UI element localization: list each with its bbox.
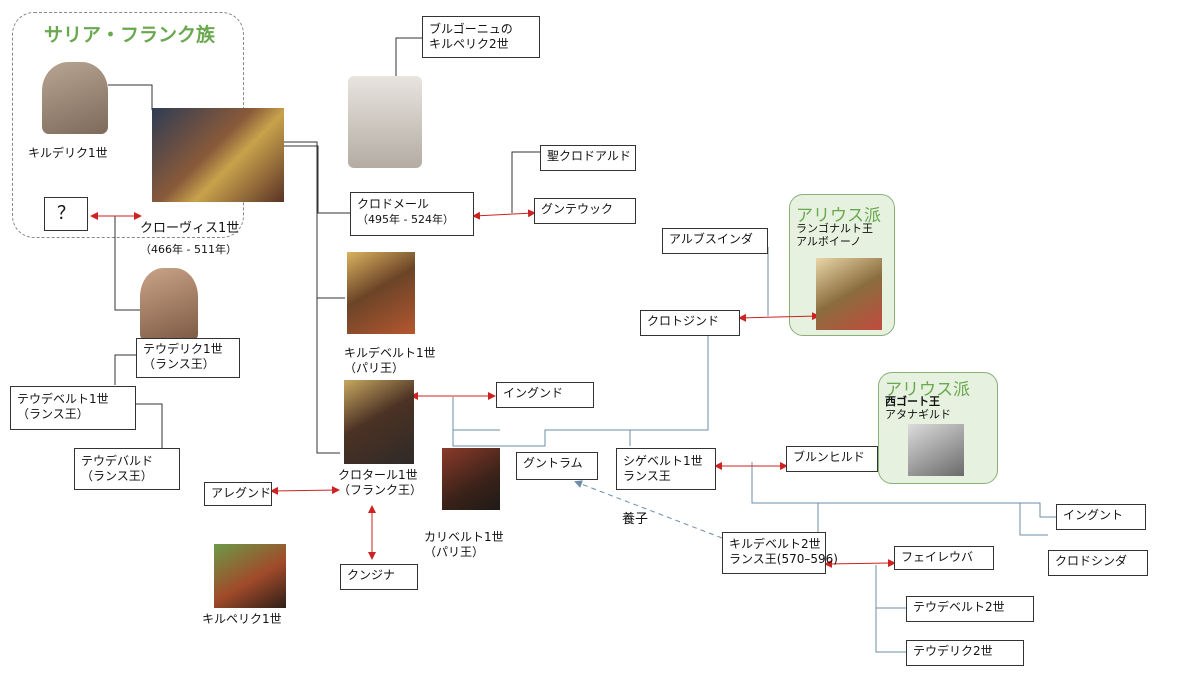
theudebald-box[interactable]: テウデバルド （ランス王） <box>74 448 180 490</box>
descent-lines <box>108 37 540 454</box>
marriage-chlothsind-albovine <box>738 312 820 322</box>
sigebert1-box[interactable]: シゲベルト1世 ランス王 <box>616 448 716 490</box>
clovis-name: クローヴィス1世 <box>140 221 240 236</box>
kunjina-box[interactable]: クンジナ <box>340 564 418 590</box>
marriage-chlothar-aregund <box>270 486 340 495</box>
theudebert1-title: （ランス王） <box>17 407 89 421</box>
arian-1-line1: ランゴナルト王 <box>796 222 873 235</box>
arian-title-2: アリウス派 <box>885 380 970 400</box>
theudebert1-name: テウデベルト1世 <box>17 392 109 406</box>
clovis-dates: （466年 - 511年） <box>140 243 237 256</box>
theudebert2-box[interactable]: テウデベルト2世 <box>906 596 1034 622</box>
theuderic1-box[interactable]: テウデリク1世 （ランス王） <box>136 338 240 378</box>
line-burgundy-clotilde <box>395 37 422 76</box>
chlodosinda-box[interactable]: クロドシンダ <box>1048 550 1148 576</box>
sigebert1-name: シゲベルト1世 <box>623 454 703 468</box>
ingunde-box[interactable]: イングント <box>1056 504 1146 530</box>
line-theuderic-theudebert <box>114 354 145 385</box>
marriage-lines <box>90 209 896 568</box>
line-sigebert-ingunde <box>880 502 1056 518</box>
theudebald-name: テウデバルド <box>81 454 154 468</box>
chlothar1-label: クロタール1世 （フランク王） <box>338 468 422 498</box>
adoption-label: 養子 <box>622 512 649 527</box>
arian-title-1: アリウス派 <box>796 206 881 226</box>
line-chlodomer-clotilde <box>511 151 540 213</box>
marriage-childebert2-faileuba <box>824 559 896 568</box>
chilperic1-portrait <box>214 544 286 608</box>
chlothar1-portrait <box>344 380 414 464</box>
theudebald-title: （ランス王） <box>81 469 153 483</box>
chlodomer-dates: （495年 - 524年） <box>357 213 454 226</box>
clovis-portrait <box>152 108 284 202</box>
chilperic-burgundy-box[interactable]: ブルゴーニュの キルペリク2世 <box>422 16 540 58</box>
guntram-box[interactable]: グントラム <box>516 452 598 480</box>
chlodomer-name: クロドメール <box>357 197 430 211</box>
ingund-box[interactable]: イングンド <box>496 382 594 408</box>
unknown-box[interactable]: ？ <box>44 197 88 231</box>
charibert1-title: （パリ王） <box>424 545 485 559</box>
chlothar1-title: （フランク王） <box>338 483 423 497</box>
line-chlothar-children <box>452 336 709 447</box>
childebert2-box[interactable]: キルデベルト2世 ランス王(570–596) <box>722 532 838 574</box>
childebert1-name: キルデベルト1世 <box>344 346 436 360</box>
sigebert-lines <box>452 247 1056 653</box>
arian-1-line2: アルボイーノ <box>796 235 862 248</box>
clotilde-portrait <box>348 76 422 168</box>
st-clotilde-box[interactable]: 聖クロドアルド <box>540 145 636 171</box>
adoption-arrow <box>574 480 723 539</box>
clovis-label: クローヴィス1世 （466年 - 511年） <box>140 220 239 257</box>
arian-2-line1: 西ゴート王 <box>885 395 940 408</box>
salian-frank-title: サリア・フランク族 <box>44 24 216 46</box>
childebert1-portrait <box>347 252 415 334</box>
charibert1-portrait <box>442 448 500 510</box>
theuderic1-name: テウデリク1世 <box>143 342 223 356</box>
chlothsind-box[interactable]: クロトジンド <box>640 310 740 336</box>
arian-2-line2: アタナギルド <box>885 408 951 421</box>
chlothar1-name: クロタール1世 <box>338 468 418 482</box>
athanagild-portrait <box>908 424 964 476</box>
line-sigebert-children <box>751 462 1048 536</box>
aregund-box[interactable]: アレグンド <box>204 482 272 506</box>
albsuinda-box[interactable]: アルブスインダ <box>662 228 768 254</box>
line-childeric-clovis <box>108 84 153 110</box>
sigebert1-title: ランス王 <box>623 469 671 483</box>
line-unknown-theuderic <box>114 216 145 311</box>
theudebert1-box[interactable]: テウデベルト1世 （ランス王） <box>10 386 136 430</box>
albovine-portrait <box>816 258 882 330</box>
theuderic1-portrait <box>140 268 198 340</box>
chlodomer-box[interactable]: クロドメール （495年 - 524年） <box>350 192 474 236</box>
line-childebert2-children <box>875 565 906 653</box>
charibert1-label: カリベルト1世 （パリ王） <box>424 530 504 560</box>
theuderic1-title: （ランス王） <box>143 357 215 371</box>
theuderic2-box[interactable]: テウデリク2世 <box>906 640 1024 666</box>
childebert1-label: キルデベルト1世 （パリ王） <box>344 346 436 376</box>
chilperic1-label: キルペリク1世 <box>202 612 282 626</box>
marriage-chlodomer-gunteuc <box>472 209 536 220</box>
charibert1-name: カリベルト1世 <box>424 530 504 544</box>
chilperic-burgundy-line1: ブルゴーニュの <box>429 22 513 36</box>
childeric1-label: キルデリク1世 <box>28 146 108 160</box>
line-clovis-chlodomer <box>276 145 350 214</box>
faileuba-box[interactable]: フェイレウバ <box>894 546 994 570</box>
gunteuc-box[interactable]: グンテウック <box>534 198 636 224</box>
childebert1-title: （パリ王） <box>344 361 405 375</box>
childebert2-name: キルデベルト2世 <box>729 537 821 551</box>
brunhild-box[interactable]: ブルンヒルド <box>786 446 878 472</box>
chilperic-burgundy-line2: キルペリク2世 <box>429 37 509 51</box>
line-theudebert-theudebald <box>135 403 163 448</box>
childeric1-portrait <box>42 62 108 134</box>
childebert2-title: ランス王(570–596) <box>729 552 838 566</box>
